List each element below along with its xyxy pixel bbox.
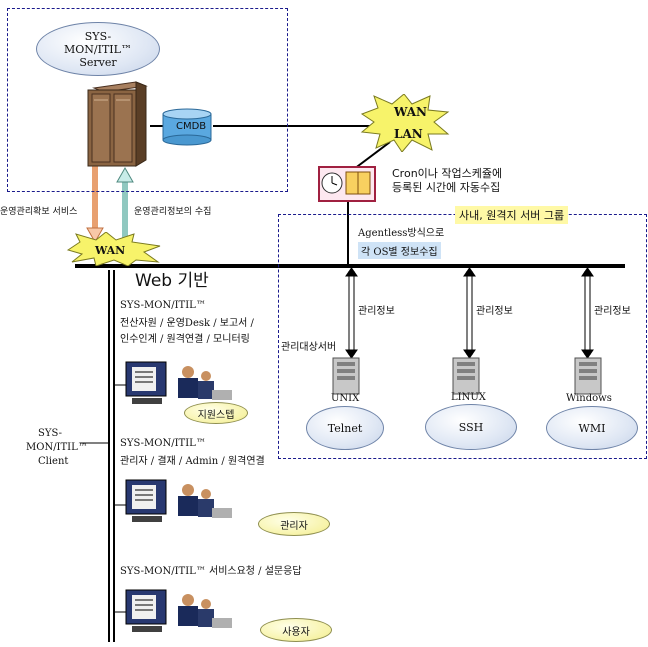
protocol-telnet: Telnet (306, 406, 384, 450)
server-label-line2: MON/ITIL™ (64, 42, 132, 56)
calendar-clock-icon (318, 166, 376, 202)
protocol-ssh: SSH (425, 404, 517, 450)
remote-group-title: 사내, 원격지 서버 그룹 (455, 206, 569, 224)
role3-title: SYS-MON/ITIL™ 서비스요청 / 설문응답 (120, 566, 302, 577)
client-label-line2: MON/ITIL™ (26, 442, 88, 453)
protocol-wmi-label: WMI (578, 421, 606, 435)
info-label-2: 관리정보 (476, 306, 513, 317)
protocol-wmi: WMI (546, 406, 638, 450)
pc-tower-icon (451, 356, 481, 396)
role1-title: SYS-MON/ITIL™ (120, 300, 206, 311)
pc-tower-icon (331, 356, 361, 396)
os-unix: UNIX (331, 393, 360, 404)
database-icon (160, 108, 216, 148)
scheduler-caption-line1: Cron이나 작업스케쥴에 (392, 167, 503, 180)
role3-badge: 사용자 (260, 618, 332, 642)
agentless-line1: Agentless방식으로 (358, 228, 445, 239)
wan-burst-icon (66, 232, 162, 266)
os-windows: Windows (566, 393, 612, 404)
role2-title: SYS-MON/ITIL™ (120, 438, 206, 449)
role1-badge-label: 지원스텝 (197, 409, 235, 421)
server-rack-icon (84, 80, 154, 170)
protocol-ssh-label: SSH (458, 420, 484, 434)
role1-desc1: 전산자원 / 운영Desk / 보고서 / (120, 318, 254, 329)
client-label-line3: Client (38, 456, 69, 467)
cmdb-label: CMDB (176, 121, 207, 132)
info-label-3: 관리정보 (594, 306, 631, 317)
workstation-user-icon (124, 360, 234, 410)
pc-tower-icon (573, 356, 603, 396)
role2-badge: 관리자 (258, 512, 330, 536)
wan-lan-bottom: LAN (394, 127, 423, 141)
scheduler-caption-line2: 등록된 시간에 자동수집 (392, 181, 501, 194)
server-label-line3: Server (79, 55, 117, 69)
web-label: Web 기반 (135, 271, 209, 291)
managed-server-label: 관리대상서버 (281, 342, 337, 353)
info-label-1: 관리정보 (358, 306, 395, 317)
role3-badge-label: 사용자 (282, 626, 310, 638)
burst-icon (360, 94, 450, 152)
server-label-line1: SYS- (84, 29, 112, 43)
role1-desc2: 인수인계 / 원격연결 / 모니터링 (120, 334, 250, 345)
role1-badge: 지원스텝 (184, 402, 248, 424)
workstation-user-icon (124, 478, 234, 528)
service-label: 운영관리확보 서비스 (0, 207, 78, 217)
client-label-line1: SYS- (38, 428, 63, 439)
role2-badge-label: 관리자 (280, 520, 308, 532)
workstation-user-icon (124, 588, 234, 638)
server-label-ellipse: SYS- MON/ITIL™ Server (36, 22, 160, 76)
role2-desc1: 관리자 / 결재 / Admin / 원격연결 (120, 456, 265, 467)
wan-lan-top: WAN (394, 105, 427, 119)
os-linux: LINUX (451, 392, 486, 403)
collect-label: 운영관리정보의 수집 (134, 207, 212, 217)
wan-left-label: WAN (95, 244, 126, 257)
protocol-telnet-label: Telnet (327, 421, 363, 435)
server-group-frame (7, 8, 288, 192)
agentless-line2: 각 OS별 정보수집 (358, 242, 441, 259)
